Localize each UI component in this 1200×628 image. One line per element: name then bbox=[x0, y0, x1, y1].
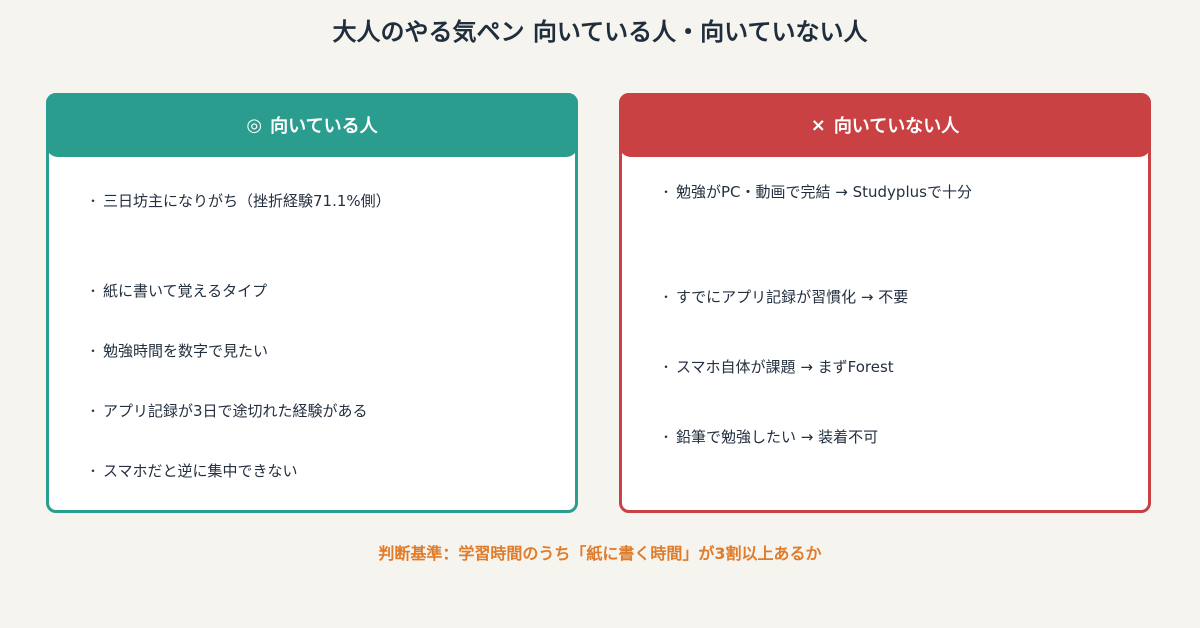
suited-item-text: 三日坊主になりがち（挫折経験71.1%側） bbox=[103, 191, 391, 210]
cross-icon: × bbox=[810, 114, 826, 136]
bullet-icon: ・ bbox=[660, 429, 673, 444]
bullet-icon: ・ bbox=[660, 184, 673, 199]
list-item: ・ 紙に書いて覚えるタイプ bbox=[87, 260, 267, 320]
list-item: ・ 三日坊主になりがち（挫折経験71.1%側） bbox=[87, 170, 391, 230]
not-suited-heading: 向いていない人 bbox=[833, 116, 960, 137]
suited-item-text: 勉強時間を数字で見たい bbox=[103, 341, 269, 360]
suited-item-text: スマホだと逆に集中できない bbox=[103, 461, 298, 480]
bullet-icon: ・ bbox=[87, 283, 100, 298]
bullet-icon: ・ bbox=[87, 193, 100, 208]
list-item: ・ スマホだと逆に集中できない bbox=[87, 440, 298, 500]
list-item: ・ 勉強時間を数字で見たい bbox=[87, 320, 268, 380]
list-item: ・ スマホ自体が課題 → まずForest bbox=[660, 331, 894, 401]
list-item: ・ アプリ記録が3日で途切れた経験がある bbox=[87, 380, 368, 440]
suited-card-header: ◎ 向いている人 bbox=[46, 93, 578, 157]
suited-item-text: 紙に書いて覚えるタイプ bbox=[103, 281, 268, 300]
not-suited-item-text: 鉛筆で勉強したい → 装着不可 bbox=[676, 427, 879, 446]
bullet-icon: ・ bbox=[87, 403, 100, 418]
not-suited-card-header: × 向いていない人 bbox=[619, 93, 1151, 157]
page-title: 大人のやる気ペン 向いている人・向いていない人 bbox=[332, 18, 868, 46]
not-suited-item-text: 勉強がPC・動画で完結 → Studyplusで十分 bbox=[676, 182, 972, 201]
suited-item-text: アプリ記録が3日で途切れた経験がある bbox=[103, 401, 368, 420]
list-item: ・ すでにアプリ記録が習慣化 → 不要 bbox=[660, 261, 908, 331]
bullet-icon: ・ bbox=[87, 343, 100, 358]
list-item: ・ 勉強がPC・動画で完結 → Studyplusで十分 bbox=[660, 156, 972, 226]
suited-card: ◎ 向いている人 ・ 三日坊主になりがち（挫折経験71.1%側） ・ 紙に書いて… bbox=[46, 93, 578, 513]
suited-heading: 向いている人 bbox=[270, 116, 378, 137]
not-suited-item-text: スマホ自体が課題 → まずForest bbox=[676, 357, 894, 376]
bullet-icon: ・ bbox=[660, 359, 673, 374]
bullet-icon: ・ bbox=[87, 463, 100, 478]
double-circle-icon: ◎ bbox=[246, 114, 263, 136]
bullet-icon: ・ bbox=[660, 289, 673, 304]
not-suited-item-text: すでにアプリ記録が習慣化 → 不要 bbox=[676, 287, 909, 306]
list-item: ・ 鉛筆で勉強したい → 装着不可 bbox=[660, 401, 878, 471]
not-suited-card: × 向いていない人 ・ 勉強がPC・動画で完結 → Studyplusで十分 ・… bbox=[619, 93, 1151, 513]
judgment-criteria: 判断基準：学習時間のうち「紙に書く時間」が3割以上あるか bbox=[378, 544, 822, 563]
